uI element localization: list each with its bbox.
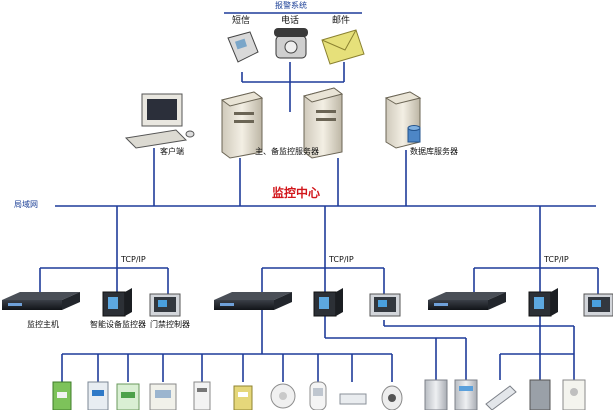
precision-ac-cabinet-icon xyxy=(424,379,448,410)
intelligent-device-monitor-icon xyxy=(528,288,558,317)
primary-server-icon xyxy=(220,91,264,159)
air-conditioner-icon xyxy=(193,381,211,410)
database-server-icon xyxy=(384,91,422,149)
tcpip-label: TCP/IP xyxy=(121,255,146,264)
magnetic-lock-icon xyxy=(485,385,517,410)
access-controller-label: 门禁控制器 xyxy=(150,320,190,329)
lan-label: 局域网 xyxy=(14,200,38,209)
lightning-protector-icon xyxy=(52,381,72,410)
monitoring-center-title: 监控中心 xyxy=(271,186,321,200)
standby-server-icon xyxy=(302,87,344,159)
tcpip-label: TCP/IP xyxy=(544,255,569,264)
device-monitor-label: 智能设备监控器 xyxy=(90,320,146,329)
camera-icon xyxy=(381,385,403,410)
alarm-system-title: 报警系统 xyxy=(275,1,307,10)
power-meter-icon xyxy=(87,381,109,410)
tcpip-label: TCP/IP xyxy=(329,255,354,264)
ups-module-icon xyxy=(116,383,140,410)
ups-cabinet-icon xyxy=(454,379,478,410)
access-controller-icon xyxy=(149,293,181,317)
access-controller-icon xyxy=(369,293,401,317)
client-label: 客户端 xyxy=(160,147,184,156)
sms-label: 短信 xyxy=(231,16,251,26)
smoke-detector-icon xyxy=(270,383,296,409)
monitoring-host-label: 监控主机 xyxy=(27,320,59,329)
monitoring-host-icon xyxy=(428,292,506,310)
email-label: 邮件 xyxy=(331,16,351,26)
card-reader-icon xyxy=(562,379,586,410)
water-leak-sensor-icon xyxy=(233,385,253,410)
envelope-icon xyxy=(321,29,365,65)
db-server-label: 数据库服务器 xyxy=(410,147,458,156)
client-computer-icon xyxy=(124,93,195,149)
mobile-phone-icon xyxy=(227,31,259,63)
temperature-humidity-panel-icon xyxy=(149,383,177,410)
intelligent-device-monitor-icon xyxy=(313,288,343,317)
phone-label: 电话 xyxy=(280,16,300,26)
door-magnet-icon xyxy=(339,393,367,405)
infrared-detector-icon xyxy=(309,381,327,410)
monitoring-host-icon xyxy=(2,292,80,310)
monitor-servers-label: 主、备监控服务器 xyxy=(255,147,319,156)
electric-cabinet-icon xyxy=(529,379,551,410)
desk-telephone-icon xyxy=(274,28,308,59)
intelligent-device-monitor-icon xyxy=(102,288,132,317)
access-controller-icon xyxy=(583,293,613,317)
monitoring-host-icon xyxy=(214,292,292,310)
